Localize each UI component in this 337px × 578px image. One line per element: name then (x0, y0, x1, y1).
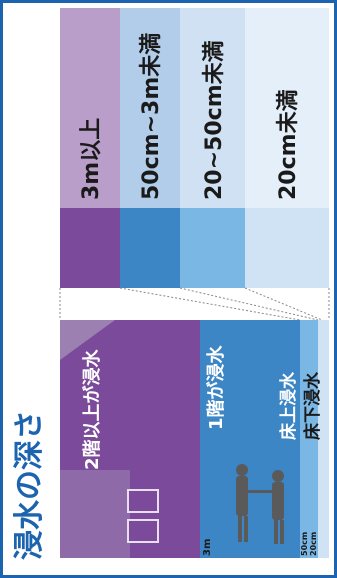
flood-band-under-20cm (318, 320, 329, 558)
legend-label-50cm-3m: 50cm~3m未満 (138, 33, 164, 200)
label-floor1: 1階が浸水 (205, 344, 227, 430)
scale-mark-20cm: 20cm (309, 532, 318, 556)
legend-band-3m (60, 8, 120, 208)
house-roof (60, 320, 115, 360)
legend-label-20-50cm: 20~50cm未満 (201, 40, 227, 200)
legend-label-3m: 3m以上 (79, 118, 104, 200)
legend-band-under-20cm (245, 8, 329, 208)
house-shadow (60, 470, 130, 558)
swatch-50cm-3m (120, 208, 180, 288)
legend-label-under-20cm: 20cm未満 (275, 89, 301, 200)
swatch-20-50cm (180, 208, 245, 288)
scale-connectors (59, 287, 330, 321)
swatch-3m (60, 208, 120, 288)
scale-mark-3m: 3m (202, 539, 213, 556)
scale-mark-50cm: 50cm (300, 532, 309, 556)
page-title-text: 浸水の深さ (12, 410, 47, 560)
legend-band-20-50cm (180, 8, 245, 208)
two-people-holding-hands-icon (236, 464, 284, 544)
page-title: 浸水の深さ (3, 360, 53, 570)
label-below-floor: 床下浸水 (302, 371, 323, 440)
label-floor2: 2階以上が浸水 (81, 348, 103, 470)
window-upper (127, 489, 159, 513)
label-above-floor: 床上浸水 (278, 371, 299, 440)
flood-band-20-50cm (300, 320, 318, 558)
legend: 3m以上 50cm~3m未満 20~50cm未満 20cm未満 (59, 8, 330, 321)
swatch-under-20cm (245, 208, 329, 288)
window-lower (127, 519, 159, 543)
legend-band-50cm-3m (120, 8, 180, 208)
